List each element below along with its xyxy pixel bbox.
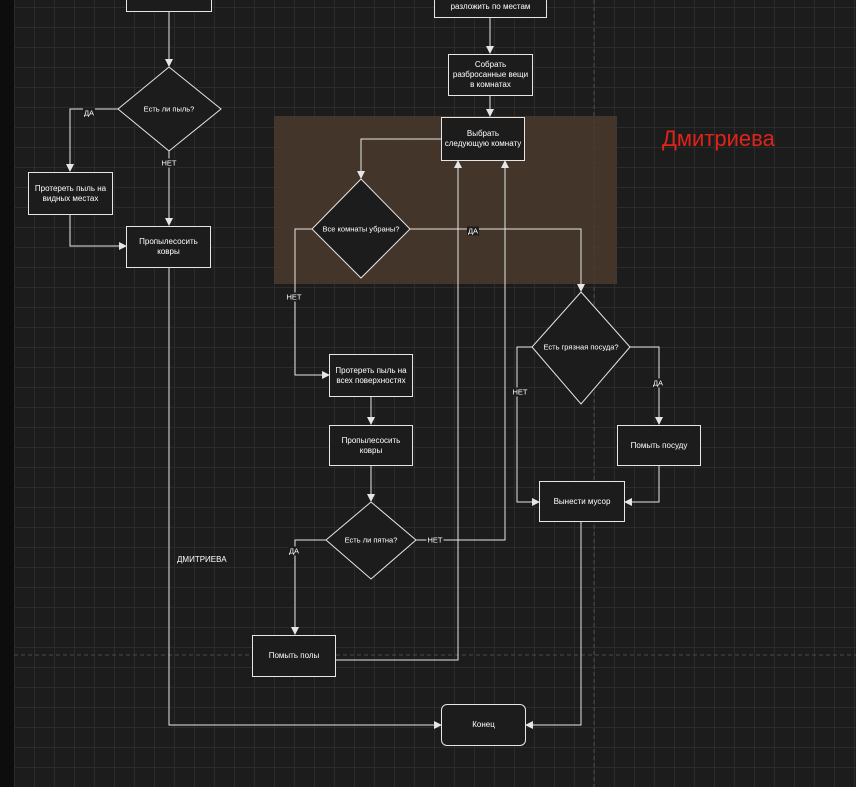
all-clean-question-label: Все комнаты убраны? xyxy=(322,224,400,234)
edge-vacuum-to-end xyxy=(168,268,442,729)
dust-no-label: НЕТ xyxy=(160,158,178,168)
collect-box[interactable]: Собрать разбросанные вещи в комнатах xyxy=(448,54,533,96)
signature-text: ДМИТРИЕВА xyxy=(177,555,227,564)
all-clean-question-shape[interactable] xyxy=(311,178,411,279)
end-box[interactable]: Конец xyxy=(441,704,526,746)
wash-floor-box[interactable]: Помыть полы xyxy=(252,635,336,677)
dishes-yes-label: ДА xyxy=(651,378,665,388)
edge-floor-loop xyxy=(336,160,462,661)
edge-wipe-to-vacuum xyxy=(69,215,127,250)
dishes-question-shape[interactable] xyxy=(531,291,631,405)
vacuum1-box[interactable]: Пропылесосить ковры xyxy=(126,226,211,268)
wash-dishes-box[interactable]: Помыть посуду xyxy=(617,425,701,466)
top-right-box[interactable]: разложить по местам xyxy=(434,0,547,18)
dust-question-label: Есть ли пыль? xyxy=(143,104,195,114)
next-room-box[interactable]: Выбрать следующую комнату xyxy=(441,117,525,161)
edge-dishes-to-trash xyxy=(624,466,660,506)
page-edge xyxy=(0,0,14,787)
edge-clean-no xyxy=(294,228,330,379)
author-name: Дмитриева xyxy=(662,126,775,151)
edge-dust-yes xyxy=(66,108,118,172)
stains-question-label: Есть ли пятна? xyxy=(344,535,398,545)
trash-box[interactable]: Вынести мусор xyxy=(539,481,625,522)
edge-trash-to-end xyxy=(525,522,582,729)
dishes-no-label: НЕТ xyxy=(511,387,529,397)
edge-stains-yes xyxy=(291,539,326,635)
stains-no-label: НЕТ xyxy=(426,535,444,545)
edge-stains-no xyxy=(416,160,509,541)
clean-yes-label: ДА xyxy=(466,226,480,236)
dishes-question-label: Есть грязная посуда? xyxy=(543,342,619,352)
top-left-box[interactable] xyxy=(126,0,212,12)
vacuum2-box[interactable]: Пропылесосить ковры xyxy=(329,425,413,466)
dust-question-shape[interactable] xyxy=(117,66,222,152)
edge-dishes-yes xyxy=(630,346,663,425)
edge-next-to-clean xyxy=(357,138,441,179)
clean-no-label: НЕТ xyxy=(285,292,303,302)
stains-yes-label: ДА xyxy=(287,546,301,556)
wipe-all-box[interactable]: Протереть пыль на всех поверхностях xyxy=(329,354,413,397)
stains-question-shape[interactable] xyxy=(325,501,417,580)
edge-dishes-no xyxy=(516,346,540,506)
wipe-visible-box[interactable]: Протереть пыль на видных местах xyxy=(28,172,113,215)
dust-yes-label: ДА xyxy=(82,108,96,118)
